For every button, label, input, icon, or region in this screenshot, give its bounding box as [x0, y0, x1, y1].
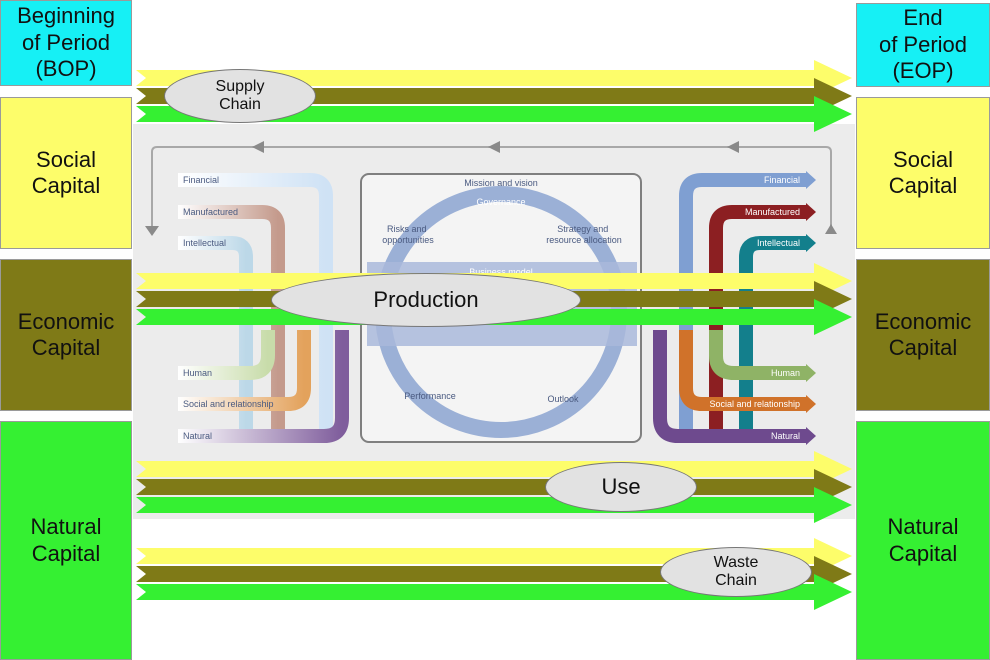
- waste-chain-arrows: [136, 538, 852, 610]
- loop-arrowhead: [825, 224, 837, 234]
- output-label-financial: Financial: [764, 175, 800, 185]
- input-band-human: [178, 330, 275, 380]
- output-arrowhead: [806, 171, 816, 189]
- output-arrowhead: [806, 364, 816, 382]
- input-band-financial: [178, 173, 333, 440]
- input-band-manufactured: [178, 205, 285, 440]
- risks-line-2: opportunities: [382, 235, 434, 245]
- supply-arrow-yellow: [136, 60, 852, 96]
- output-label-human: Human: [771, 368, 800, 378]
- performance-label: Performance: [404, 391, 456, 401]
- input-band-intellectual: [178, 236, 253, 440]
- use-arrow-olive: [136, 469, 852, 505]
- loop-arrowhead: [727, 141, 739, 153]
- loop-arrowhead: [488, 141, 500, 153]
- input-band-natural: [178, 330, 349, 443]
- loop-arrowhead: [145, 226, 159, 236]
- use-arrow-yellow: [136, 451, 852, 487]
- output-arrowhead: [806, 203, 816, 221]
- strategy-line-2: resource allocation: [546, 235, 622, 245]
- outlook-label: Outlook: [547, 394, 579, 404]
- left-natural-capital: Natural Capital: [0, 421, 132, 660]
- supply-chain-ellipse: Supply Chain: [164, 69, 316, 123]
- risks-line-1: Risks and: [387, 224, 427, 234]
- right-economic-capital: Economic Capital: [856, 259, 990, 411]
- risks-label: Risks and opportunities: [382, 224, 434, 245]
- bop-header: Beginning of Period (BOP): [0, 0, 132, 86]
- output-label-social: Social and relationship: [709, 399, 800, 409]
- left-economic-capital: Economic Capital: [0, 259, 132, 411]
- waste-arrow-yellow: [136, 538, 852, 574]
- input-label-natural: Natural: [183, 431, 212, 441]
- input-label-social: Social and relationship: [183, 399, 274, 409]
- right-natural-capital: Natural Capital: [856, 421, 990, 660]
- supply-chain-arrows: [136, 60, 852, 132]
- output-label-manufactured: Manufactured: [745, 207, 800, 217]
- input-band-social: [178, 330, 311, 411]
- output-band-intellectual: [739, 236, 806, 440]
- strategy-label: Strategy and resource allocation: [546, 224, 622, 245]
- input-label-manufactured: Manufactured: [183, 207, 238, 217]
- use-arrows: [136, 451, 852, 523]
- left-social-capital: Social Capital: [0, 97, 132, 249]
- output-label-natural: Natural: [771, 431, 800, 441]
- business-model-label: Business model: [469, 267, 533, 277]
- right-social-capital: Social Capital: [856, 97, 990, 249]
- input-label-financial: Financial: [183, 175, 219, 185]
- supply-arrow-olive: [136, 78, 852, 114]
- output-arrowhead: [806, 234, 816, 252]
- waste-chain-ellipse: Waste Chain: [660, 547, 812, 597]
- output-band-manufactured: [709, 205, 806, 440]
- output-band-natural: [653, 330, 806, 443]
- output-band-social: [679, 330, 806, 411]
- eop-header: End of Period (EOP): [856, 3, 990, 87]
- governance-label: Governance: [476, 197, 525, 207]
- output-band-financial: [679, 173, 806, 440]
- output-label-intellectual: Intellectual: [757, 238, 800, 248]
- loop-arrowhead: [252, 141, 264, 153]
- mission-label: Mission and vision: [464, 178, 538, 188]
- waste-arrow-green: [136, 574, 852, 610]
- output-arrowhead: [806, 395, 816, 413]
- production-ellipse: Production: [271, 273, 581, 327]
- supply-arrow-green: [136, 96, 852, 132]
- use-ellipse: Use: [545, 462, 697, 512]
- input-label-intellectual: Intellectual: [183, 238, 226, 248]
- output-band-human: [709, 330, 806, 380]
- use-arrow-green: [136, 487, 852, 523]
- input-label-human: Human: [183, 368, 212, 378]
- strategy-line-1: Strategy and: [557, 224, 608, 234]
- output-arrowhead: [806, 427, 816, 445]
- waste-arrow-olive: [136, 556, 852, 592]
